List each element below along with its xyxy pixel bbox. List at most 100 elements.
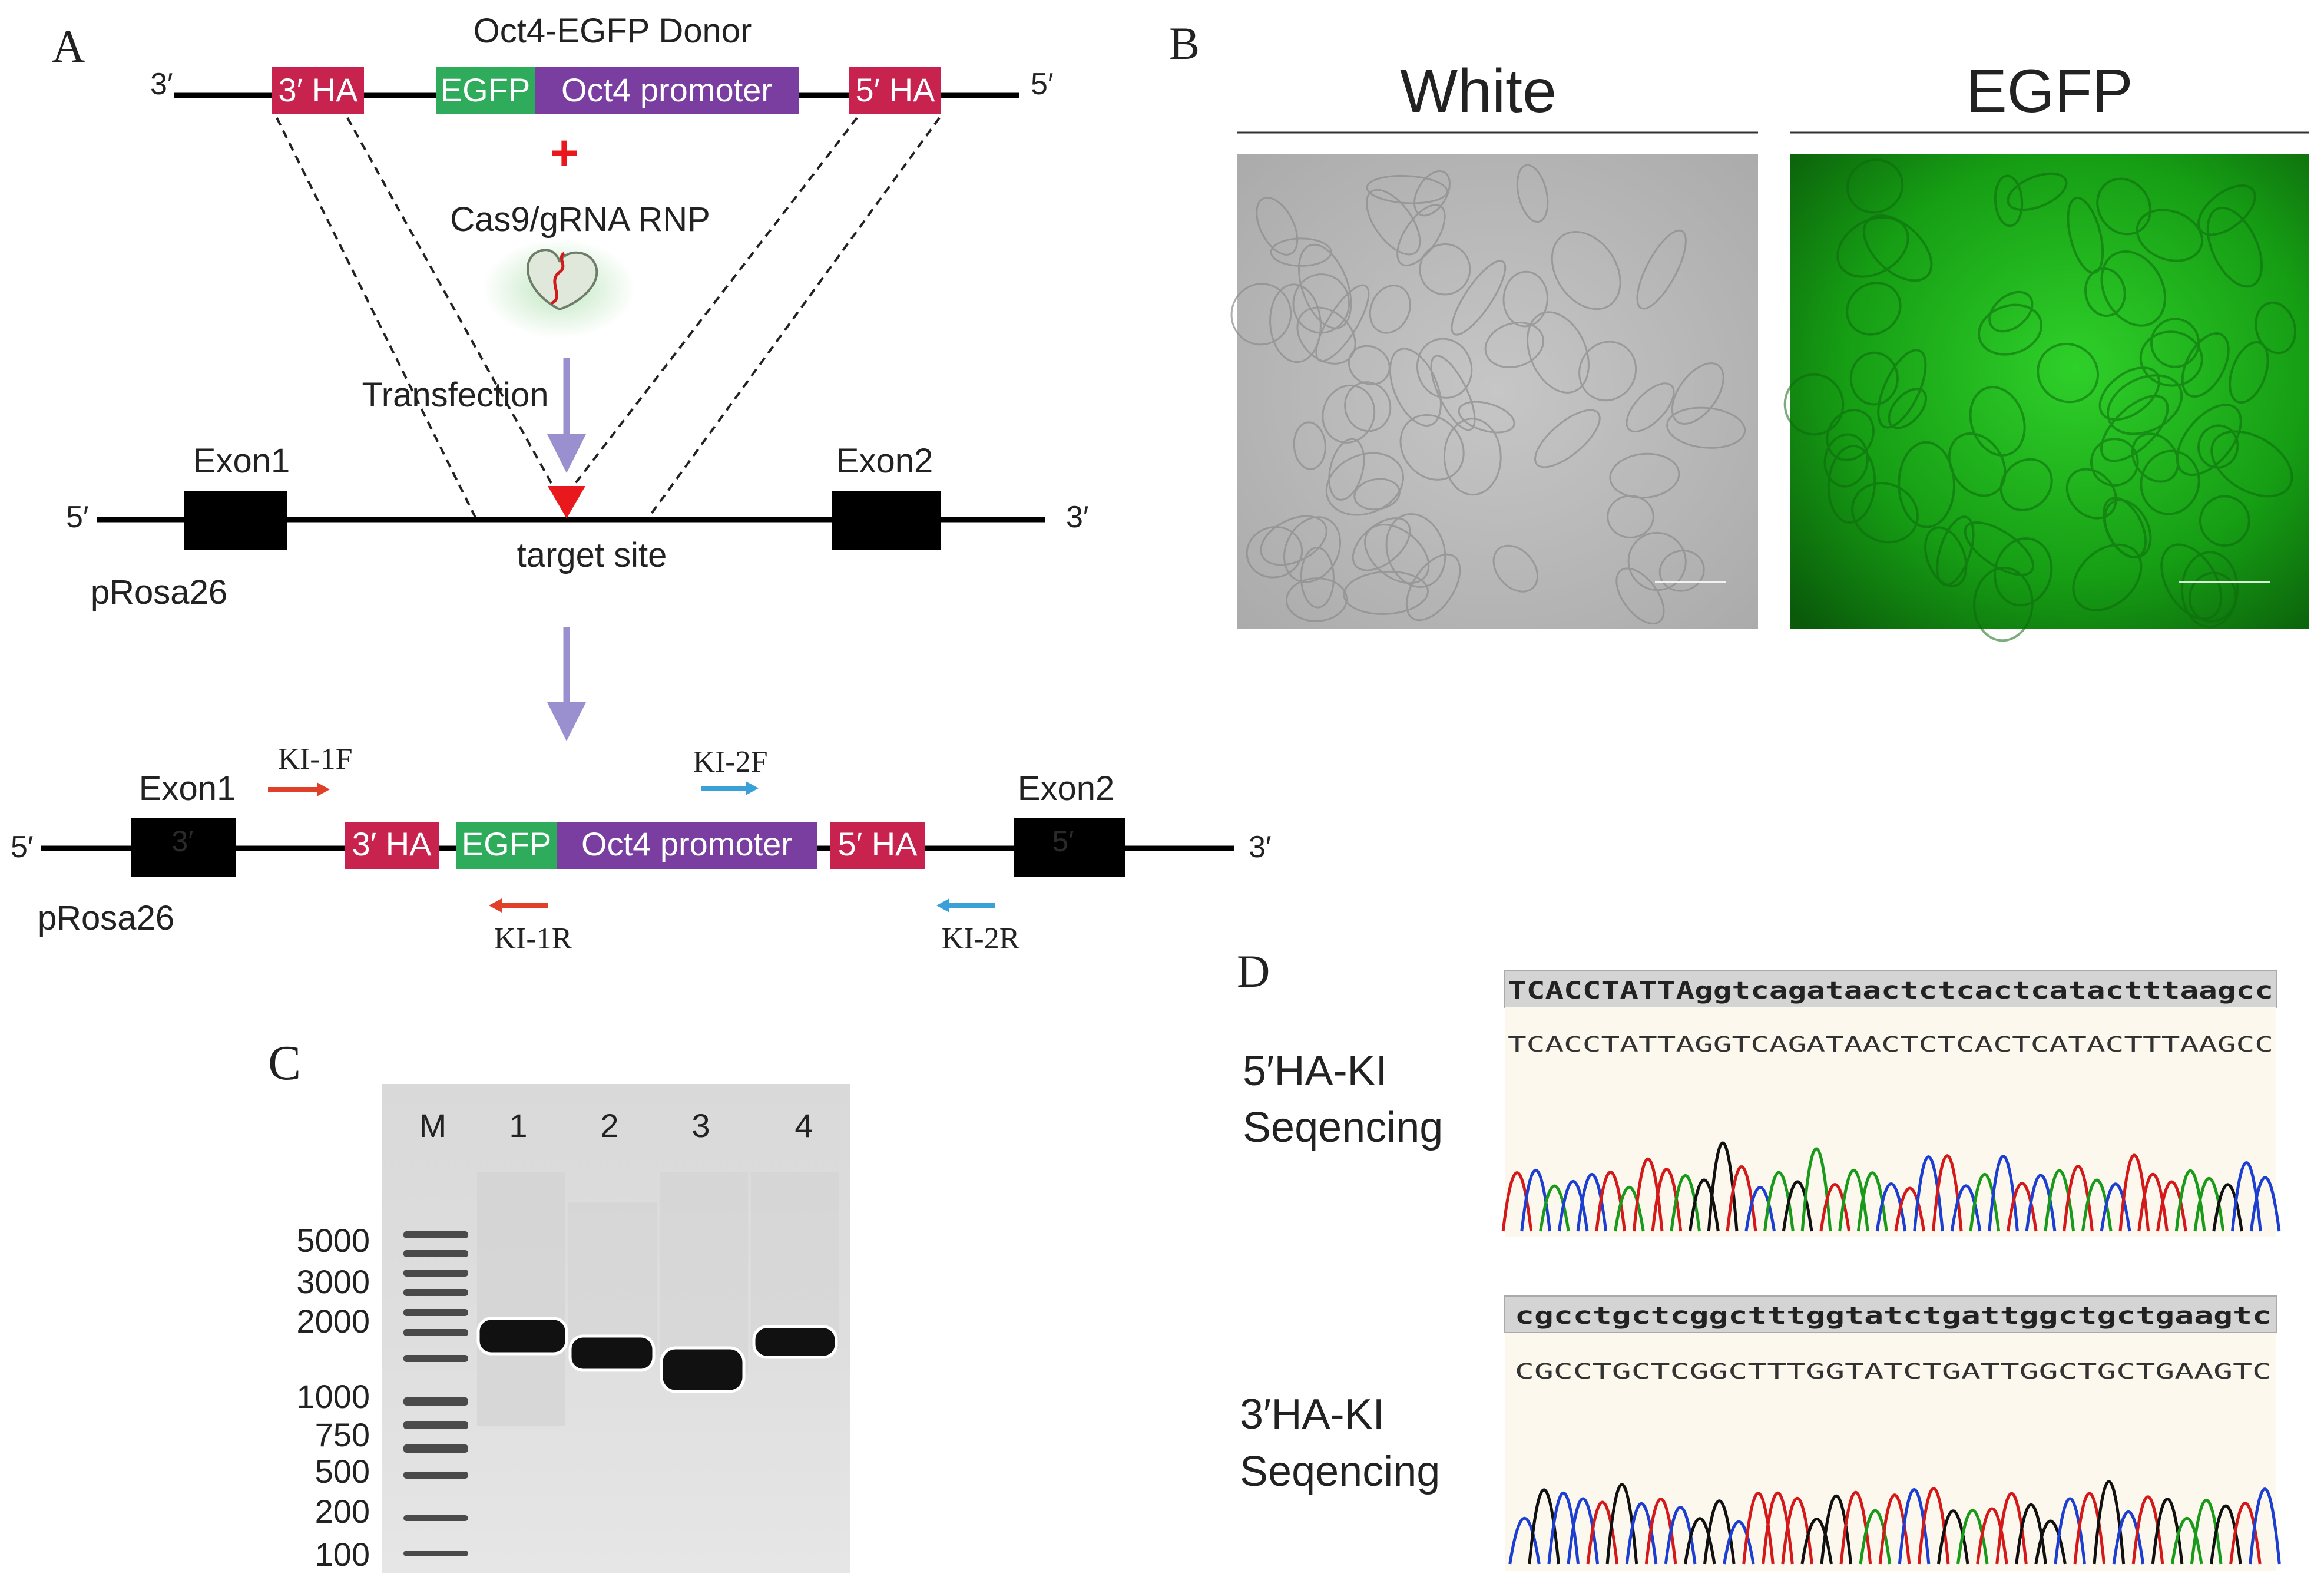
cell-outline [2160, 543, 2223, 620]
cell-outline [2072, 543, 2143, 611]
lane-label-1: 1 [509, 1107, 527, 1144]
cell-outline [1348, 345, 1391, 385]
target-site-label: target site [517, 536, 667, 574]
ki-ha5-box [830, 822, 925, 869]
cell-outline [1285, 577, 1348, 622]
primer-ki-2r-label: KI-2R [942, 922, 1020, 956]
ki-end-5: 5′ [11, 830, 34, 864]
cell-outline [1343, 570, 1429, 615]
cell-outline [2100, 250, 2167, 327]
trace-peak [2112, 1510, 2145, 1565]
panel-d-label: D [1237, 946, 1270, 997]
trace-peak [1875, 1182, 1907, 1232]
top-read-sequence: TCACCTATTAGGTCAGATAACTCTCACTCATACTTTAAGC… [1508, 1033, 2273, 1057]
ladder-3000: 3000 [296, 1263, 370, 1300]
cell-outline [1849, 351, 1899, 406]
trace-peak [1819, 1183, 1850, 1232]
ki-egfp-label: EGFP [462, 825, 551, 862]
cell-outline [2037, 342, 2100, 404]
lane-label-4: 4 [794, 1107, 813, 1144]
cell-outline [1964, 521, 2035, 576]
cell-outline [1607, 495, 1654, 538]
trace-peak [1969, 1173, 2001, 1232]
cell-outline [1366, 174, 1448, 204]
cell-outline [1451, 260, 1507, 336]
cell-outline [1823, 433, 1869, 488]
cell-outline [2176, 404, 2242, 477]
cell-outline [1502, 270, 1548, 328]
locus-end-5: 5′ [66, 500, 89, 534]
donor-title: Oct4-EGFP Donor [474, 12, 752, 50]
cell-outline [1260, 515, 1327, 566]
top-seq-label-line2: Seqencing [1243, 1104, 1443, 1151]
cell-outline [2255, 301, 2296, 355]
ladder-5000: 5000 [296, 1222, 370, 1259]
lane-label-m: M [419, 1107, 447, 1144]
cell-outline [1994, 537, 2053, 607]
cell-outline [1851, 482, 1919, 544]
trace-peak [2100, 1182, 2131, 1232]
locus-exon1-box [184, 491, 287, 550]
cell-outline [1492, 544, 1539, 593]
trace-peak [1670, 1174, 1701, 1232]
trace-peak [1950, 1184, 1982, 1232]
target-site-marker [548, 486, 585, 518]
cell-outline [2065, 468, 2117, 520]
gel-band-lane-2 [568, 1334, 656, 1372]
donor-end-3: 3′ [150, 67, 173, 101]
cell-outline [1353, 478, 1401, 511]
cell-outline [1551, 231, 1621, 310]
ki-oct4-label: Oct4 promoter [581, 825, 792, 862]
ladder-750: 750 [315, 1416, 370, 1453]
trace-peak [1528, 1488, 1560, 1565]
cell-outline [1846, 158, 1904, 214]
locus-exon2-label: Exon2 [836, 442, 933, 480]
cell-outline [1936, 515, 1975, 587]
ladder-2000: 2000 [296, 1303, 370, 1340]
trace-peak [1762, 1492, 1794, 1565]
cell-outline [2136, 209, 2204, 262]
cell-outline [1578, 341, 1637, 402]
cell-outline [1328, 438, 1365, 501]
bottom-seq-label-line1: 3′HA-KI [1240, 1391, 1385, 1438]
cell-outline [1898, 441, 1956, 528]
cell-outline [1836, 216, 1909, 278]
cell-outline [1283, 516, 1342, 583]
trace-peak [2190, 1499, 2223, 1565]
trace-peak [1894, 1186, 1926, 1232]
gel-band-lane-1 [476, 1317, 568, 1356]
bottom-ref-sequence: cgcctgctcggctttggtatctgattggctgctgaagtc [1515, 1303, 2272, 1330]
primer-ki-1f: KI-1F [268, 742, 353, 796]
trace-peak [1651, 1168, 1683, 1232]
cell-outline [1413, 170, 1451, 217]
trace-peak [1820, 1495, 1853, 1565]
cell-outline [1877, 349, 1927, 429]
cell-outline [1416, 338, 1473, 399]
trace-peak [2137, 1173, 2169, 1232]
ladder-100: 100 [315, 1536, 370, 1573]
cell-outline [1365, 189, 1421, 256]
ki-exon1-label: Exon1 [139, 769, 236, 808]
cell-outline [1948, 432, 2007, 497]
trace-peak [1800, 1518, 1833, 1565]
fluorescence-image [1783, 154, 2309, 642]
trace-peak [1878, 1493, 1911, 1565]
cell-outline [1315, 284, 1370, 362]
cell-outline [1269, 283, 1322, 363]
cell-outline [1458, 401, 1515, 434]
trace-peak [2212, 1183, 2243, 1232]
gel-band-lane-4 [752, 1325, 838, 1359]
ki-egfp-box [456, 822, 557, 869]
primer-ki-1r-label: KI-1R [494, 922, 572, 956]
panel-a: A Oct4-EGFP Donor 3′ 5′ 3′ HA EGFP Oct4 … [11, 12, 1272, 956]
trace-peak [2025, 1174, 2057, 1232]
locus-end-3: 3′ [1066, 500, 1089, 534]
ki-oct4-box [557, 822, 817, 869]
cell-outline [1430, 355, 1476, 431]
trace-peak [1567, 1497, 1600, 1565]
cell-outline [2206, 206, 2263, 288]
trace-peak [1501, 1171, 1533, 1232]
ki-exon1-mark: 3′ [171, 825, 193, 858]
cell-outline [1988, 290, 2034, 333]
